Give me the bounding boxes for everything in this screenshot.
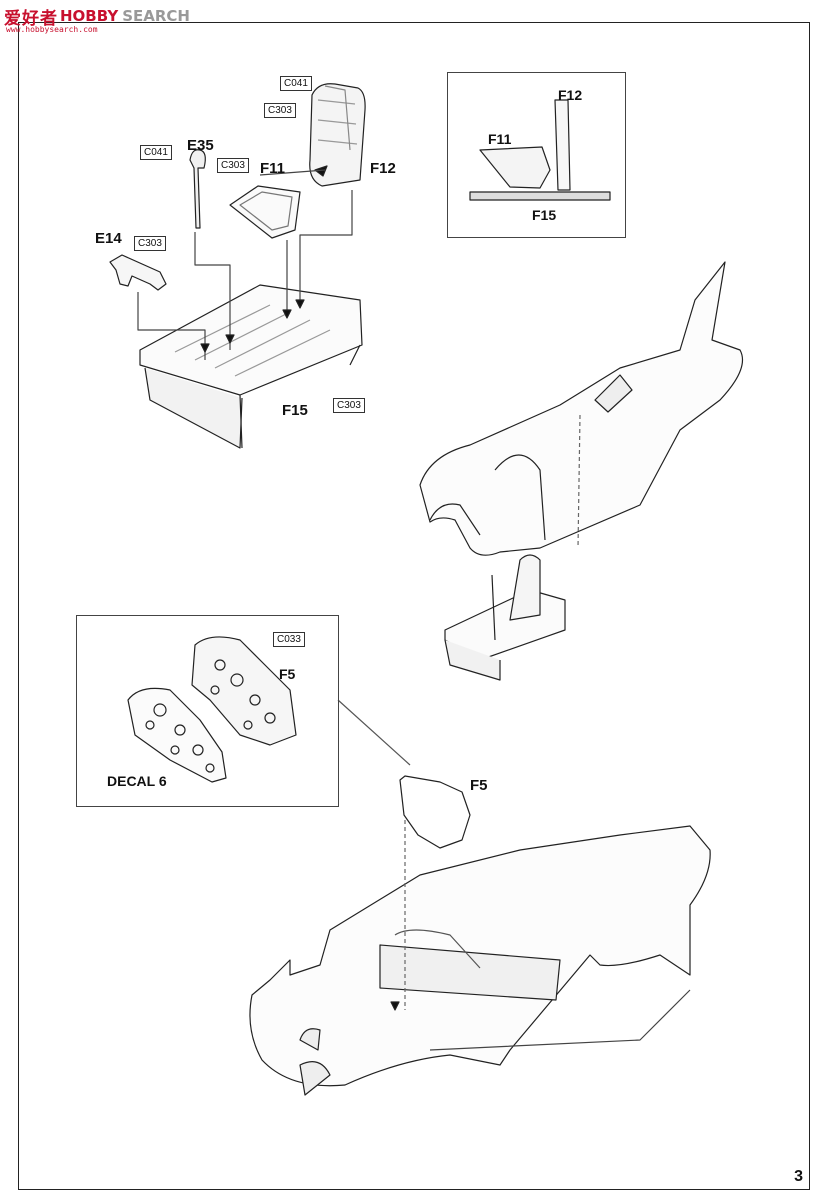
watermark-search: SEARCH [122, 7, 190, 25]
inset-label-f15: F15 [532, 207, 557, 223]
fuselage-mid [419, 261, 744, 556]
color-tag-c303-floor: C303 [333, 398, 365, 413]
color-tag-c303-stick: C303 [217, 158, 249, 173]
color-tag-c303-seat: C303 [264, 103, 296, 118]
color-tag-c041-seat: C041 [280, 76, 312, 91]
inset-label-f12: F12 [558, 87, 583, 103]
seat-pan-f11 [229, 185, 301, 239]
label-f15: F15 [282, 402, 308, 419]
watermark-logo: 爱好者 HOBBY SEARCH [4, 4, 190, 29]
instrument-panel-f5 [399, 775, 471, 849]
color-tag-c303-e14: C303 [134, 236, 166, 251]
watermark-cn: 爱好者 [4, 8, 58, 29]
label-f12: F12 [370, 160, 396, 177]
floor-f15 [139, 284, 363, 396]
inset-seat-detail: F12 F11 F15 [447, 72, 626, 238]
watermark-hobby: HOBBY [60, 7, 119, 25]
label-f5-main: F5 [470, 777, 488, 794]
inset-label-f11: F11 [488, 131, 512, 147]
control-stick-e35 [189, 149, 206, 229]
inset-instrument-panel: C033 F5 DECAL 6 [76, 615, 339, 807]
color-tag-c033: C033 [273, 632, 305, 647]
seat-f12 [309, 83, 366, 187]
label-e35: E35 [187, 137, 214, 154]
inset-label-f5: F5 [279, 666, 296, 682]
label-e14: E14 [95, 230, 122, 247]
part-e14 [109, 254, 167, 291]
label-f11: F11 [260, 160, 286, 177]
label-decal-6: DECAL 6 [107, 773, 167, 789]
color-tag-c041-stick: C041 [140, 145, 172, 160]
page-frame [18, 22, 810, 1190]
page-number: 3 [794, 1168, 803, 1185]
watermark-url: www.hobbysearch.com [6, 25, 98, 34]
